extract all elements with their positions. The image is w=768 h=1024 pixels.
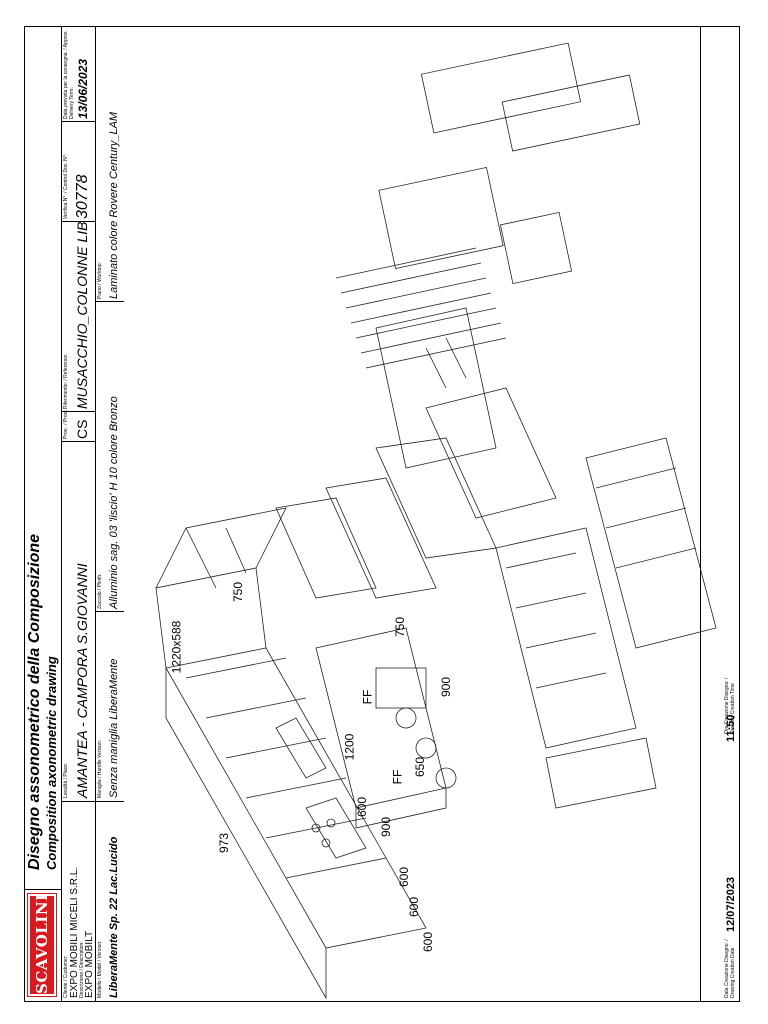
place-value: AMANTEA - CAMPORA S.GIOVANNI: [74, 563, 90, 798]
title-block: SCAVOLINI Disegno assonometrico della Co…: [24, 26, 124, 1002]
title-english: Composition axonometric drawing: [44, 656, 59, 870]
tall-columns: [155, 507, 287, 669]
place-label: Località / Place:: [63, 762, 69, 798]
creation-strip-divider: [700, 26, 701, 1002]
title-row: SCAVOLINI Disegno assonometrico della Co…: [24, 26, 62, 1002]
info-row-1: Cliente / Customer: EXPO MOBILI MICELI S…: [62, 26, 96, 1002]
worktop-value: Laminato colore Rovere Century_LAM: [108, 111, 120, 299]
title-italian: Disegno assonometrico della Composizione: [26, 533, 43, 870]
handle-value: Senza maniglia LiberaMente: [108, 658, 120, 798]
info-row-2: Modello / Model / Version: LiberaMente S…: [96, 26, 124, 1002]
reference-label: Riferimento: / Reference:: [63, 353, 69, 409]
wardrobe-frames: [378, 42, 641, 285]
sofa: [495, 437, 717, 749]
prov-label: Prov.: / Prov.:: [63, 409, 69, 439]
mirror-frame: [545, 737, 657, 809]
description-value: EXPO MOBILT: [84, 930, 95, 998]
model-value: LiberaMente Sp. 22 Lac.Lucido: [108, 836, 120, 998]
delivery-label: Data prevista per la consegna: / Approx.…: [63, 30, 75, 119]
delivery-value: 13/06/2023: [76, 58, 90, 119]
slat-panels: [335, 247, 507, 369]
scavolini-logo: SCAVOLINI: [27, 890, 57, 1000]
dining-table: [375, 307, 497, 469]
worktop-label: Piano / Worktop:: [97, 262, 103, 299]
model-label: Modello / Model / Version:: [97, 940, 103, 998]
plinth-value: Alluminio sag. 03 'liscio' H 10 colore B…: [108, 396, 120, 609]
reference-value: MUSACCHIO_COLONNE LIB: [74, 221, 90, 409]
verify-label: Verifica N°: / Control Doc. N°:: [63, 153, 69, 219]
plinth-label: Zoccolo / Plinth:: [97, 573, 103, 609]
drawing-sheet: [24, 26, 740, 1002]
prov-value: CS: [74, 419, 90, 439]
kitchen-run: [165, 647, 427, 1000]
axonometric-drawing: [155, 42, 717, 1000]
verify-value: 30778: [74, 174, 91, 220]
handle-label: Maniglia / Handle Version:: [97, 739, 103, 798]
stools: [395, 707, 457, 789]
